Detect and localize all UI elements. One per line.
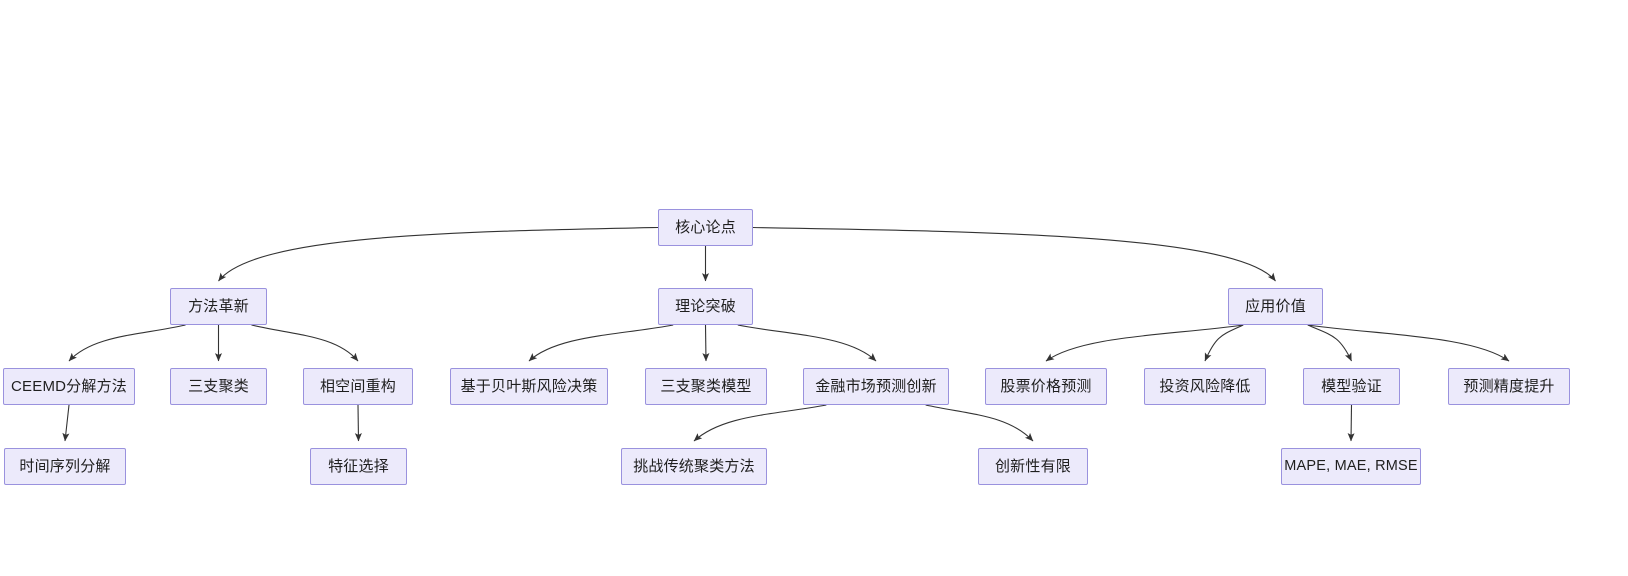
node-label: 方法革新 — [188, 298, 249, 315]
edge-c3-to-d2 — [354, 404, 362, 442]
node-d3[interactable]: 挑战传统聚类方法 — [621, 448, 767, 485]
node-c4[interactable]: 基于贝叶斯风险决策 — [450, 368, 608, 405]
node-c1[interactable]: CEEMD分解方法 — [3, 368, 135, 405]
node-d5[interactable]: MAPE, MAE, RMSE — [1281, 448, 1421, 485]
node-label: 投资风险降低 — [1159, 378, 1251, 395]
edge-c6-to-d4 — [925, 404, 1034, 442]
node-label: 三支聚类模型 — [660, 378, 752, 395]
node-label: 时间序列分解 — [19, 458, 111, 475]
node-d1[interactable]: 时间序列分解 — [4, 448, 126, 485]
node-c8[interactable]: 投资风险降低 — [1144, 368, 1266, 405]
edge-c1-to-d1 — [62, 404, 70, 442]
edge-c9-to-d5 — [1347, 404, 1355, 442]
node-label: 模型验证 — [1321, 378, 1382, 395]
edge-b2-to-c6 — [737, 324, 877, 362]
edge-b3-to-c7 — [1045, 324, 1244, 362]
node-label: 特征选择 — [328, 458, 389, 475]
node-label: 创新性有限 — [994, 458, 1071, 475]
node-c2[interactable]: 三支聚类 — [170, 368, 267, 405]
edge-b2-to-c4 — [528, 324, 674, 362]
node-label: 相空间重构 — [319, 378, 396, 395]
edge-b1-to-c3 — [251, 324, 359, 362]
node-label: 应用价值 — [1245, 298, 1306, 315]
edge-b3-to-c10 — [1307, 324, 1510, 362]
edge-root-to-b3 — [752, 226, 1276, 282]
edge-b2-to-c5 — [702, 324, 710, 362]
node-label: MAPE, MAE, RMSE — [1284, 458, 1418, 475]
edge-b1-to-c1 — [68, 324, 186, 362]
node-b3[interactable]: 应用价值 — [1228, 288, 1323, 325]
edge-root-to-b1 — [218, 226, 659, 282]
edge-b3-to-c8 — [1204, 324, 1244, 362]
node-c6[interactable]: 金融市场预测创新 — [803, 368, 949, 405]
node-c5[interactable]: 三支聚类模型 — [645, 368, 767, 405]
node-b2[interactable]: 理论突破 — [658, 288, 753, 325]
node-d2[interactable]: 特征选择 — [310, 448, 407, 485]
node-label: 金融市场预测创新 — [815, 378, 937, 395]
node-label: 股票价格预测 — [1000, 378, 1092, 395]
node-c7[interactable]: 股票价格预测 — [985, 368, 1107, 405]
node-label: 核心论点 — [675, 219, 736, 236]
node-label: 三支聚类 — [188, 378, 249, 395]
node-label: CEEMD分解方法 — [11, 378, 127, 395]
node-label: 基于贝叶斯风险决策 — [460, 378, 598, 395]
edge-c6-to-d3 — [693, 404, 827, 442]
node-d4[interactable]: 创新性有限 — [978, 448, 1088, 485]
node-label: 挑战传统聚类方法 — [633, 458, 755, 475]
node-label: 预测精度提升 — [1463, 378, 1555, 395]
node-label: 理论突破 — [675, 298, 736, 315]
node-c10[interactable]: 预测精度提升 — [1448, 368, 1570, 405]
edge-b3-to-c9 — [1307, 324, 1352, 362]
node-b1[interactable]: 方法革新 — [170, 288, 267, 325]
node-root[interactable]: 核心论点 — [658, 209, 753, 246]
node-c3[interactable]: 相空间重构 — [303, 368, 413, 405]
node-c9[interactable]: 模型验证 — [1303, 368, 1400, 405]
